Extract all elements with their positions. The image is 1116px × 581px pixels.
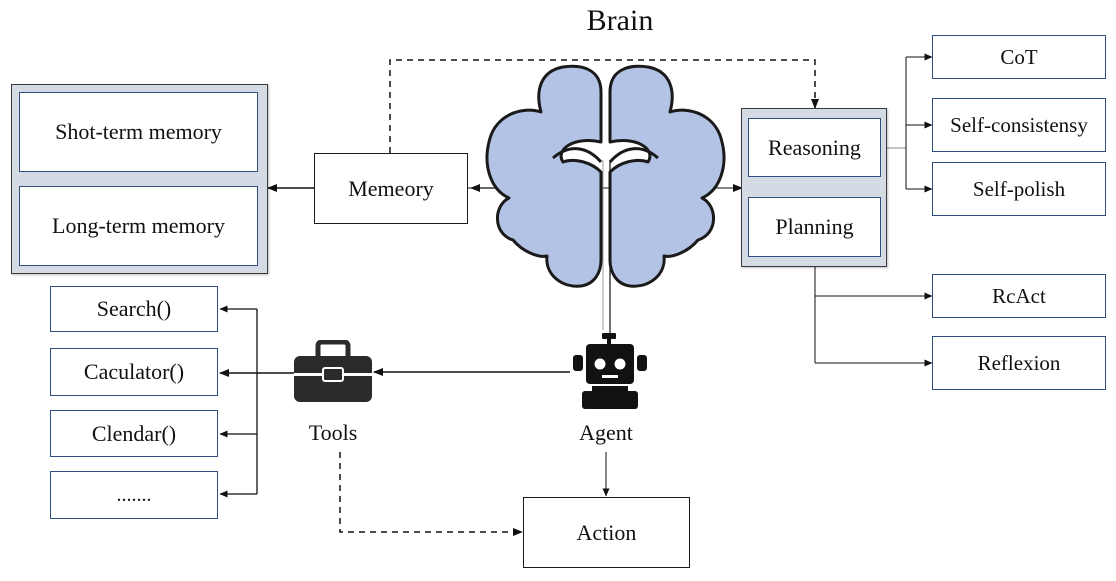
- tool-clendar-box: Clendar(): [50, 410, 218, 457]
- reasoning-box: Reasoning: [748, 118, 881, 177]
- reflexion-box: Reflexion: [932, 336, 1106, 390]
- dashed-tools-to-action: [339, 452, 523, 536]
- robot-icon: [573, 333, 647, 409]
- self-polish-box: Self-polish: [932, 162, 1106, 216]
- tool-more-box: .......: [50, 471, 218, 519]
- brain-icon: [485, 64, 726, 288]
- rcact-box: RcAct: [932, 274, 1106, 318]
- tools-label: Tools: [308, 420, 358, 445]
- tool-caculator-box: Caculator(): [50, 348, 218, 396]
- memory-node: Memeory: [314, 153, 468, 224]
- diagram-title: Brain: [586, 4, 654, 37]
- agent-label: Agent: [579, 420, 633, 445]
- toolbox-icon: [294, 340, 372, 402]
- cot-box: CoT: [932, 35, 1106, 79]
- tool-search-box: Search(): [50, 286, 218, 332]
- short-term-memory-box: Shot-term memory: [19, 92, 258, 172]
- planning-box: Planning: [748, 197, 881, 257]
- action-box: Action: [523, 497, 690, 568]
- self-consistensy-box: Self-consistensy: [932, 98, 1106, 152]
- dashed-memory-to-reasoning: [389, 59, 819, 153]
- long-term-memory-box: Long-term memory: [19, 186, 258, 266]
